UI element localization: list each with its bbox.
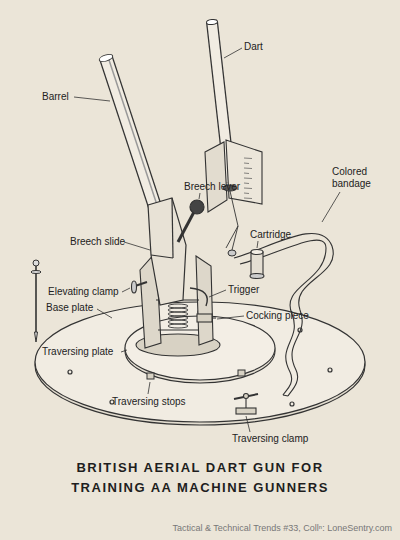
mount-bracket xyxy=(158,329,199,330)
dart xyxy=(228,250,236,256)
cocking-piece xyxy=(212,317,216,318)
part-label: Trigger xyxy=(228,284,259,296)
traversing-clamp xyxy=(236,408,256,414)
leader-lines xyxy=(322,192,340,222)
part-label: Colored bandage xyxy=(332,166,384,190)
part-label: Barrel xyxy=(42,91,69,103)
part-label: Dart xyxy=(244,41,263,53)
part-label: Cartridge xyxy=(250,229,291,241)
colored-bandage xyxy=(234,233,333,396)
base-plate xyxy=(290,402,294,406)
part-label: Traversing stops xyxy=(112,396,186,408)
spring-coil xyxy=(168,308,188,312)
part-label: Elevating clamp xyxy=(48,286,119,298)
part-label: Breech lever xyxy=(184,181,240,193)
leader-lines xyxy=(209,290,226,297)
base-plate xyxy=(35,302,365,425)
dart xyxy=(205,142,227,212)
breech-slide xyxy=(151,255,173,258)
traversing-stops xyxy=(238,370,245,376)
trigger xyxy=(190,288,207,306)
spring-coil xyxy=(168,304,188,328)
firing-pin xyxy=(35,332,38,342)
cartridge xyxy=(251,252,263,276)
breech-slide xyxy=(172,198,173,258)
cocking-piece xyxy=(197,314,212,322)
spring-coil xyxy=(168,316,188,320)
part-label: Traversing plate xyxy=(42,346,113,358)
spring-coil xyxy=(168,312,188,316)
breech-lever xyxy=(178,212,194,242)
dart xyxy=(244,178,252,180)
cartridge xyxy=(251,250,263,255)
dart xyxy=(244,198,252,200)
cartridge xyxy=(250,250,264,279)
leader-lines xyxy=(148,382,150,394)
dart xyxy=(206,19,217,25)
traversing-clamp xyxy=(234,394,258,415)
traversing-stops xyxy=(147,373,154,379)
base-plate xyxy=(328,368,332,372)
leader-lines xyxy=(74,97,110,101)
barrel xyxy=(106,58,160,222)
leader-lines xyxy=(97,309,112,318)
leader-lines xyxy=(257,241,258,248)
base-plate xyxy=(68,370,72,374)
elevating-clamp xyxy=(132,281,148,293)
traversing-clamp xyxy=(244,394,249,399)
barrel xyxy=(106,58,160,222)
dart xyxy=(205,19,262,256)
firing-pin xyxy=(35,266,37,332)
breech-lever xyxy=(178,200,204,242)
leader-lines xyxy=(121,350,127,352)
spring-coil xyxy=(168,304,188,308)
breech-slide xyxy=(148,198,186,305)
cocking-piece xyxy=(197,314,216,322)
barrel xyxy=(98,53,113,63)
title-heading: BRITISH AERIAL DART GUN FOR TRAINING AA … xyxy=(40,458,360,498)
dart xyxy=(244,183,249,185)
colored-bandage xyxy=(234,233,333,396)
spring-coil xyxy=(168,324,188,328)
leader-lines xyxy=(199,193,200,199)
barrel xyxy=(109,60,162,220)
dart xyxy=(244,188,252,190)
colored-bandage xyxy=(240,240,326,395)
dart xyxy=(244,173,249,175)
part-label: Traversing clamp xyxy=(232,433,308,445)
dart xyxy=(244,168,252,170)
part-label: Breech slide xyxy=(70,236,125,248)
spring-coil xyxy=(168,320,188,324)
dart xyxy=(226,140,262,204)
dart xyxy=(244,163,249,165)
cartridge xyxy=(250,274,264,279)
firing-pin xyxy=(31,271,41,274)
breech-slide xyxy=(148,198,186,305)
base-plate xyxy=(35,302,365,422)
trigger xyxy=(190,288,207,306)
dart xyxy=(226,191,238,250)
breech-lever xyxy=(190,200,204,214)
traversing-stops xyxy=(147,370,245,379)
part-label: Base plate xyxy=(46,302,93,314)
leader-lines xyxy=(224,48,242,58)
dart xyxy=(244,158,252,199)
leader-lines xyxy=(246,416,250,432)
part-label: Cocking piece xyxy=(246,310,309,322)
leader-lines xyxy=(122,288,130,292)
traversing-clamp xyxy=(234,394,258,399)
leader-lines xyxy=(217,316,244,319)
watermark-text: Tactical & Technical Trends #33, Collⁿ: … xyxy=(172,522,392,534)
dart xyxy=(244,158,252,160)
colored-bandage xyxy=(283,395,288,396)
elevating-clamp xyxy=(132,281,137,293)
firing-pin xyxy=(33,260,39,266)
firing-pin xyxy=(31,260,41,342)
barrel xyxy=(98,53,162,222)
dart xyxy=(244,193,249,195)
leader-lines xyxy=(124,242,150,250)
